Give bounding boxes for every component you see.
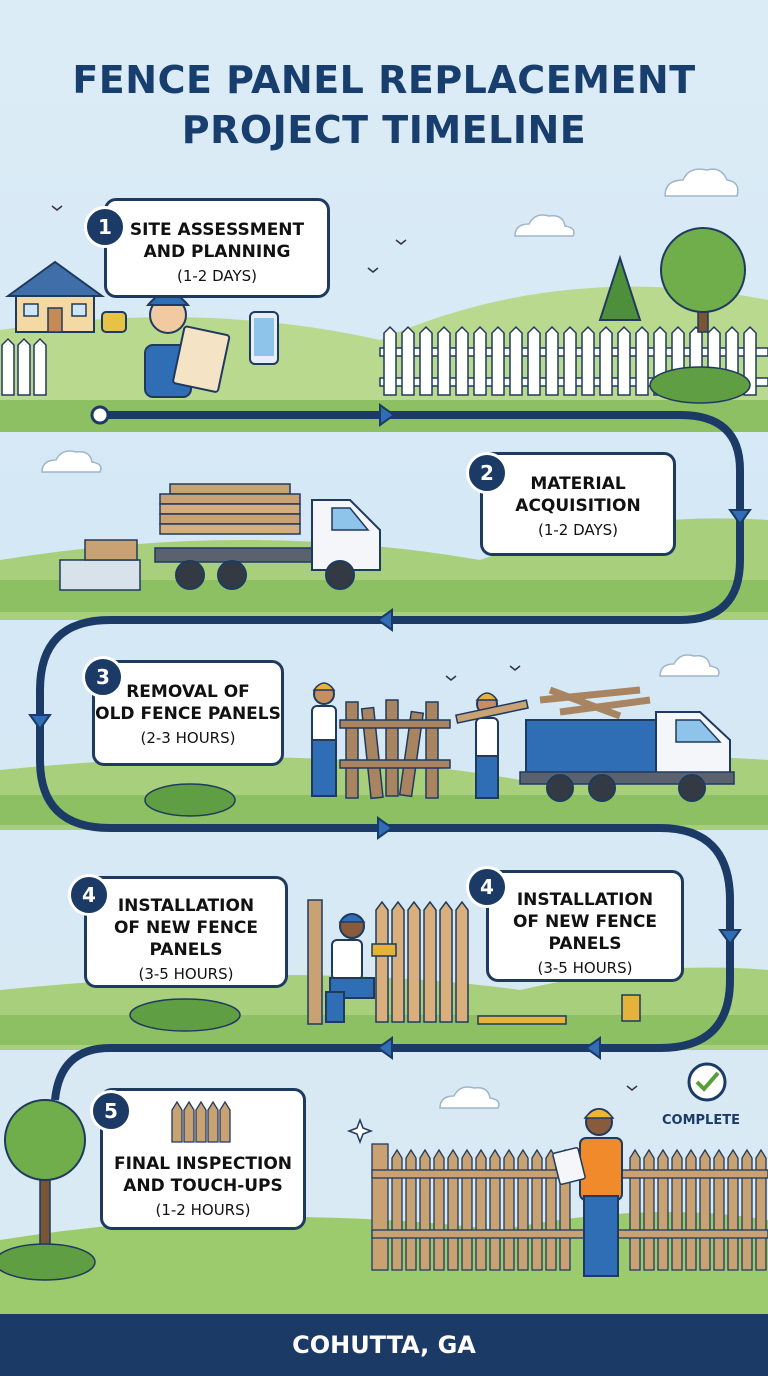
trees (0, 227, 751, 1281)
step-2-callout: MATERIAL ACQUISITION (1-2 DAYS) (480, 452, 676, 556)
step-2-duration: (1-2 DAYS) (537, 521, 619, 539)
removal-scene (311, 682, 735, 802)
path-start-dot (90, 405, 110, 425)
clouds (41, 168, 739, 1109)
step-4b-title-3: PANELS (548, 934, 622, 954)
path-arrows (28, 403, 752, 1060)
step-4a-title-3: PANELS (149, 940, 223, 960)
installation-scene (307, 899, 641, 1025)
step-4a-callout: INSTALLATION OF NEW FENCE PANELS (3-5 HO… (84, 876, 288, 988)
step-3-title-2: OLD FENCE PANELS (95, 704, 281, 724)
step-4a-duration: (3-5 HOURS) (138, 965, 234, 983)
complete-label: COMPLETE (662, 1113, 740, 1128)
step-5-title-2: AND TOUCH-UPS (123, 1176, 283, 1196)
step-3-duration: (2-3 HOURS) (140, 729, 236, 747)
step-1-duration: (1-2 DAYS) (176, 267, 258, 285)
house-illustration (4, 260, 106, 333)
step-1-callout: SITE ASSESSMENT AND PLANNING (1-2 DAYS) (104, 198, 330, 298)
step-3-title-1: REMOVAL OF (126, 682, 250, 702)
title-line-1: FENCE PANEL REPLACEMENT (72, 58, 696, 102)
fence-panel-icon (171, 1100, 231, 1143)
footer-bar: COHUTTA, GA (0, 1314, 768, 1376)
step-4b-title-2: OF NEW FENCE (512, 912, 658, 932)
complete-check-icon (687, 1062, 727, 1102)
footer-location: COHUTTA, GA (292, 1331, 476, 1359)
step-2-title-1: MATERIAL (530, 474, 626, 494)
step-1-title-2: AND PLANNING (143, 242, 291, 262)
step-3-badge: 3 (82, 656, 124, 698)
step-4b-duration: (3-5 HOURS) (537, 959, 633, 977)
lumber-truck (59, 483, 381, 591)
step-5-badge: 5 (90, 1090, 132, 1132)
step-1-badge: 1 (84, 206, 126, 248)
step-4a-badge: 4 (68, 874, 110, 916)
step-4a-title-2: OF NEW FENCE (113, 918, 259, 938)
step-4b-badge: 4 (466, 866, 508, 908)
surveyor-worker (101, 292, 279, 398)
step-2-badge: 2 (466, 452, 508, 494)
step-2-title-2: ACQUISITION (515, 496, 641, 516)
step-4b-callout: INSTALLATION OF NEW FENCE PANELS (3-5 HO… (486, 870, 684, 982)
step-4a-title-1: INSTALLATION (117, 896, 255, 916)
step-3-callout: REMOVAL OF OLD FENCE PANELS (2-3 HOURS) (92, 660, 284, 766)
birds (51, 205, 638, 1091)
title-line-2: PROJECT TIMELINE (181, 108, 587, 152)
step-5-title-1: FINAL INSPECTION (113, 1154, 293, 1174)
final-fence-scene (346, 1108, 768, 1277)
timeline-path (36, 411, 744, 1101)
step-4b-title-1: INSTALLATION (516, 890, 654, 910)
step-5-duration: (1-2 HOURS) (155, 1201, 251, 1219)
step-1-title-1: SITE ASSESSMENT (129, 220, 305, 240)
